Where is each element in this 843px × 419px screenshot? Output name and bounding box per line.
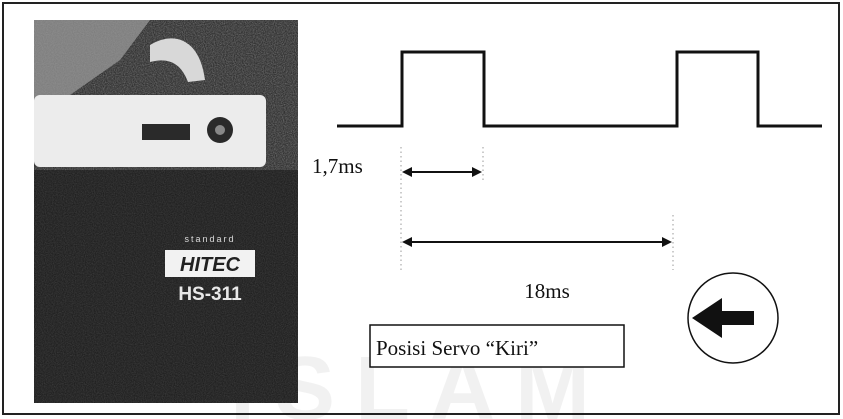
caption-box: Posisi Servo “Kiri” bbox=[370, 325, 624, 367]
caption-text: Posisi Servo “Kiri” bbox=[376, 336, 538, 360]
pwm-signal-line bbox=[337, 52, 822, 126]
period-dimension: 18ms bbox=[404, 242, 670, 303]
photo-brand-small: standard bbox=[184, 234, 235, 244]
direction-indicator bbox=[688, 273, 778, 363]
pulse-width-dimension: 1,7ms bbox=[312, 154, 480, 178]
servo-photo: standard HITEC HS-311 bbox=[34, 20, 298, 403]
photo-model: HS-311 bbox=[178, 284, 242, 305]
pwm-waveform bbox=[337, 52, 822, 270]
pulse-width-label: 1,7ms bbox=[312, 154, 363, 178]
period-label: 18ms bbox=[524, 279, 570, 303]
photo-brand: HITEC bbox=[180, 254, 241, 276]
